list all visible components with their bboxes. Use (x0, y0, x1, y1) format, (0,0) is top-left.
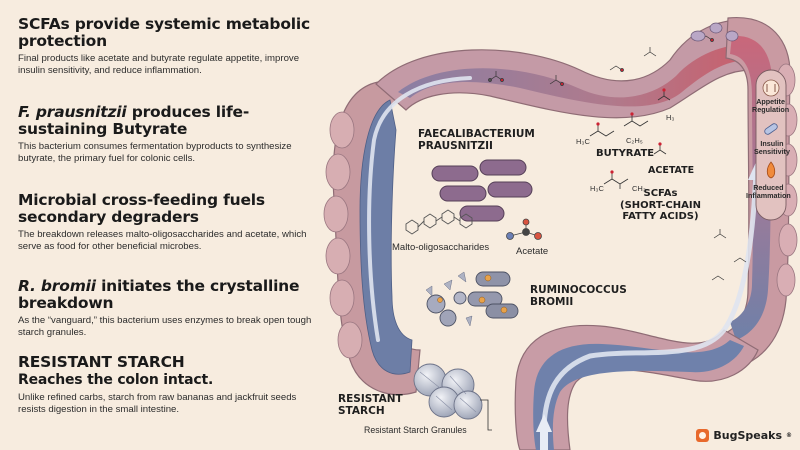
inflammation-icon (766, 161, 776, 179)
descending-molecules (711, 229, 747, 281)
section-resistant-starch: RESISTANT STARCH Reaches the colon intac… (18, 354, 318, 415)
flow-arrow-shaft-bottom (540, 430, 548, 450)
brand-logo: BugSpeaks ® (696, 429, 792, 442)
granules-label: Resistant Starch Granules (364, 425, 467, 435)
colon-illustration (323, 17, 798, 450)
species-name: R. bromii (18, 277, 96, 295)
section-body: As the “vanguard,” this bacterium uses e… (18, 315, 312, 338)
resistant-starch-label: RESISTANT STARCH (338, 393, 403, 417)
starch-granules (413, 363, 483, 420)
benefit-appetite: Appetite Regulation (752, 97, 790, 115)
chem-c2h5: C₂H₅ (626, 136, 643, 145)
section-body: The breakdown releases malto-oligosaccha… (18, 229, 307, 252)
butyrate-label: BUTYRATE (596, 148, 655, 159)
colon-diagram: FAECALIBACTERIUM PRAUSNITZII BUTYRATE AC… (320, 0, 800, 450)
section-f-prausnitzii: F. prausnitzii produces life-sustaining … (18, 104, 318, 164)
heading-rest: initiates the crystalline breakdown (18, 277, 300, 312)
acetate-molecule (506, 218, 542, 240)
chem-h3c-b: H₃C (590, 184, 604, 193)
benefit-insulin: Insulin Sensitivity (754, 139, 790, 157)
granules-bracket (480, 399, 492, 431)
appetite-icon (762, 79, 780, 97)
oxygen-dots (596, 88, 666, 174)
flow-arrow-ascending (367, 76, 472, 342)
acetate-small-label: Acetate (516, 246, 549, 257)
villi-cells (690, 22, 739, 42)
section-heading: F. prausnitzii produces life-sustaining … (18, 104, 318, 138)
section-heading: SCFAs provide systemic metabolic protect… (18, 15, 310, 50)
insulin-icon (764, 123, 778, 135)
section-scfa-protection: SCFAs provide systemic metabolic protect… (18, 16, 318, 76)
butyrate-structures (589, 90, 671, 189)
flow-arrow-descending (541, 167, 759, 448)
brand-name: BugSpeaks (713, 429, 782, 442)
sigmoid-colon-lumen (533, 340, 744, 450)
bugspeaks-icon (696, 429, 710, 442)
benefit-inflammation: Reduced Inflammation (746, 183, 791, 201)
enzyme-marks (437, 274, 508, 314)
malto-label: Malto-oligosaccharides (392, 242, 490, 253)
acetate-label: ACETATE (648, 165, 695, 176)
explanation-panel: SCFAs provide systemic metabolic protect… (0, 0, 320, 450)
starch-fragments (425, 271, 473, 327)
heading-rest: produces life-sustaining Butyrate (18, 103, 250, 138)
haustra-left (323, 111, 363, 359)
flow-arrow-head-bottom (536, 414, 552, 432)
section-r-bromii: R. bromii initiates the crystalline brea… (18, 278, 318, 338)
benefit-column (755, 69, 787, 221)
heading-main: RESISTANT STARCH (18, 353, 185, 371)
faecalibacterium-cluster (431, 159, 533, 222)
section-body: This bacterium consumes fermentation byp… (18, 141, 292, 164)
section-heading: Microbial cross-feeding fuels secondary … (18, 191, 265, 226)
transverse-molecules (488, 35, 714, 86)
chem-ch3: CH₃ (632, 184, 646, 193)
brand-mark: ® (786, 432, 792, 439)
chem-h3c-a: H₃C (576, 137, 590, 146)
section-heading: RESISTANT STARCH Reaches the colon intac… (18, 354, 318, 389)
species-name: F. prausnitzii (18, 103, 127, 121)
ruminococcus-label: RUMINOCOCCUS BROMII (530, 284, 627, 308)
scfa-label: SCFAs (SHORT-CHAIN FATTY ACIDS) (620, 188, 701, 222)
section-body: Final products like acetate and butyrate… (18, 53, 300, 76)
malto-oligosaccharide-chain (405, 209, 473, 235)
heading-sub: Reaches the colon intact. (18, 372, 214, 388)
section-cross-feeding: Microbial cross-feeding fuels secondary … (18, 192, 318, 252)
section-body: Unlike refined carbs, starch from raw ba… (18, 392, 297, 415)
chem-h3: H₃ (666, 113, 675, 122)
section-heading: R. bromii initiates the crystalline brea… (18, 278, 318, 312)
faecalibacterium-label: FAECALIBACTERIUM PRAUSNITZII (418, 128, 535, 152)
transverse-colon-lumen (398, 44, 750, 107)
